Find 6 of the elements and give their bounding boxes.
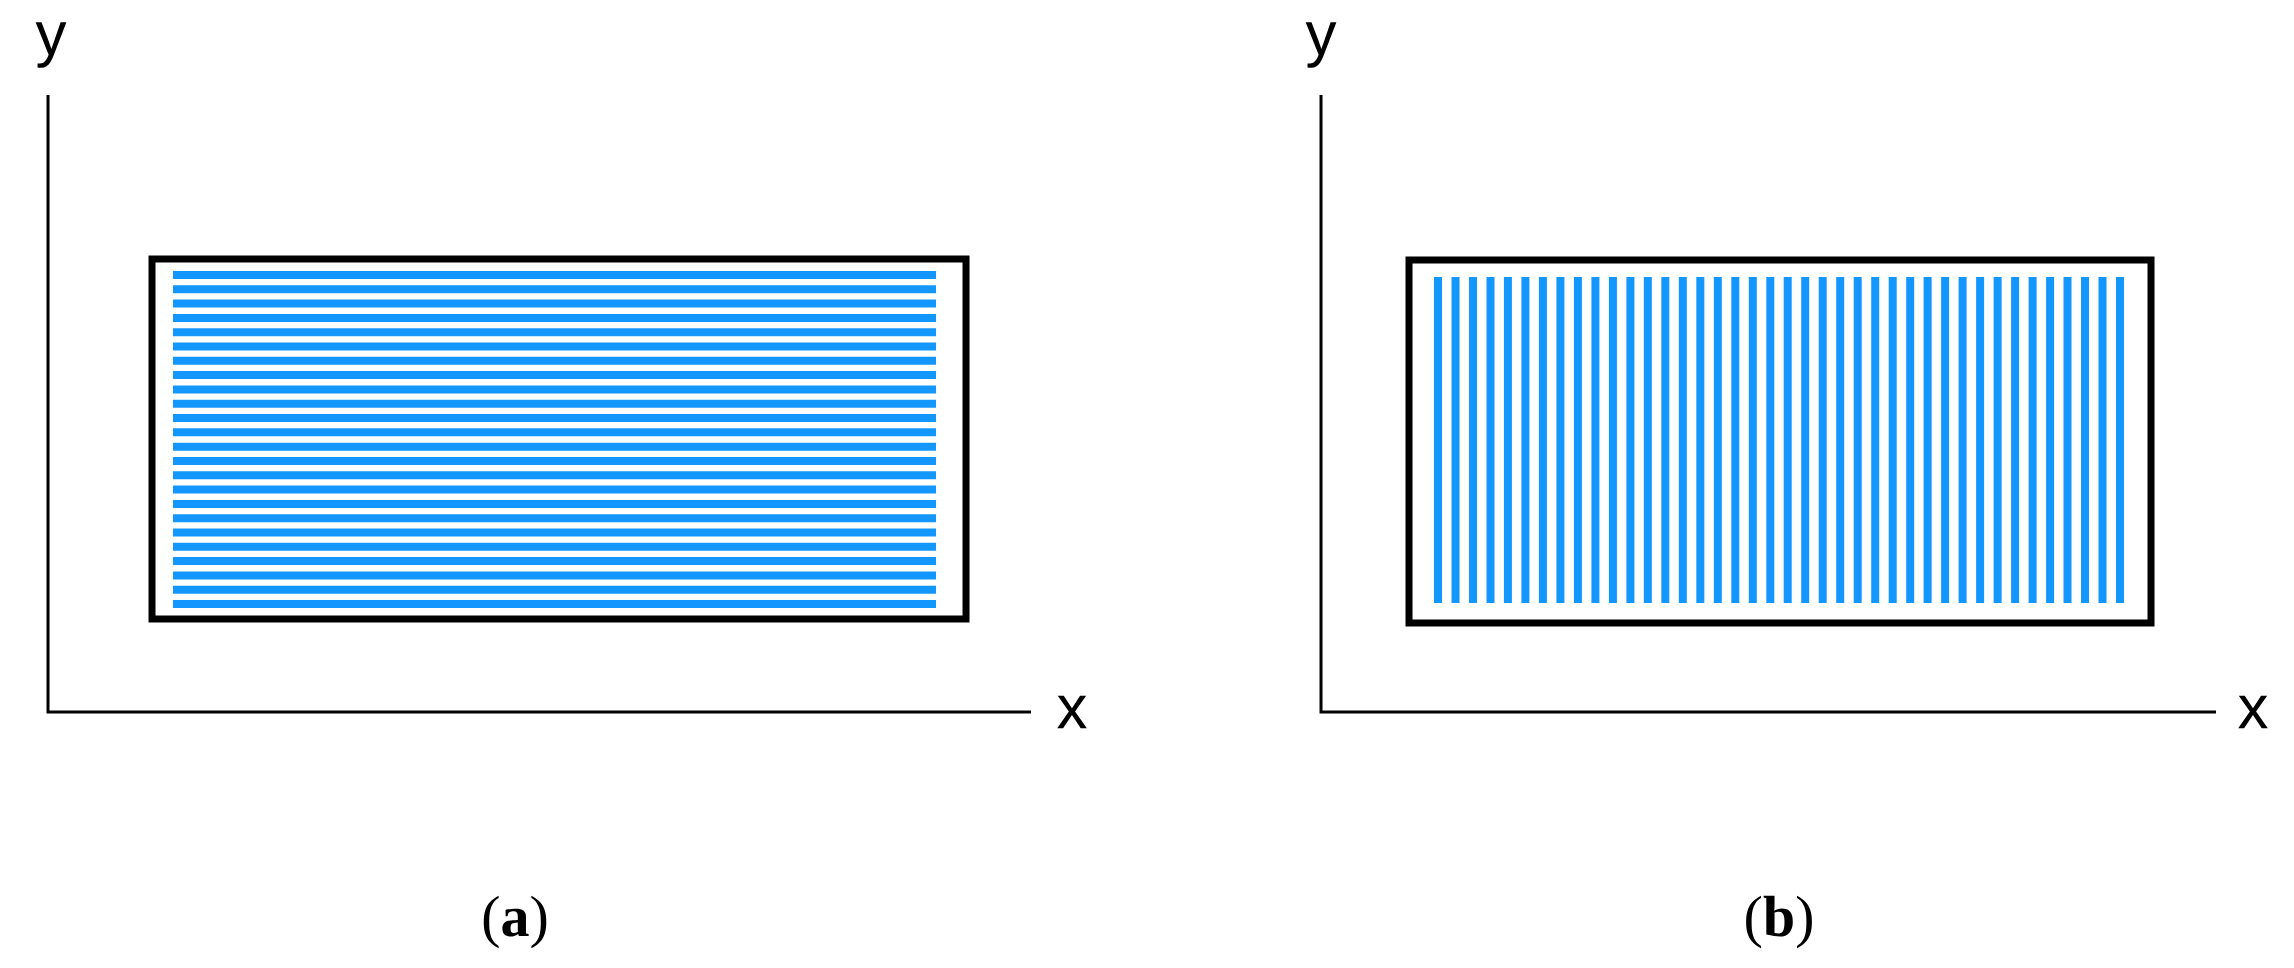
axis-label: x bbox=[2238, 695, 2268, 729]
axis-label: y bbox=[35, 22, 67, 68]
panel-caption: (b) bbox=[1746, 895, 1812, 949]
panel-caption: (a) bbox=[483, 895, 547, 949]
axis-label: y bbox=[1305, 22, 1337, 68]
axis-label: x bbox=[1057, 695, 1087, 729]
